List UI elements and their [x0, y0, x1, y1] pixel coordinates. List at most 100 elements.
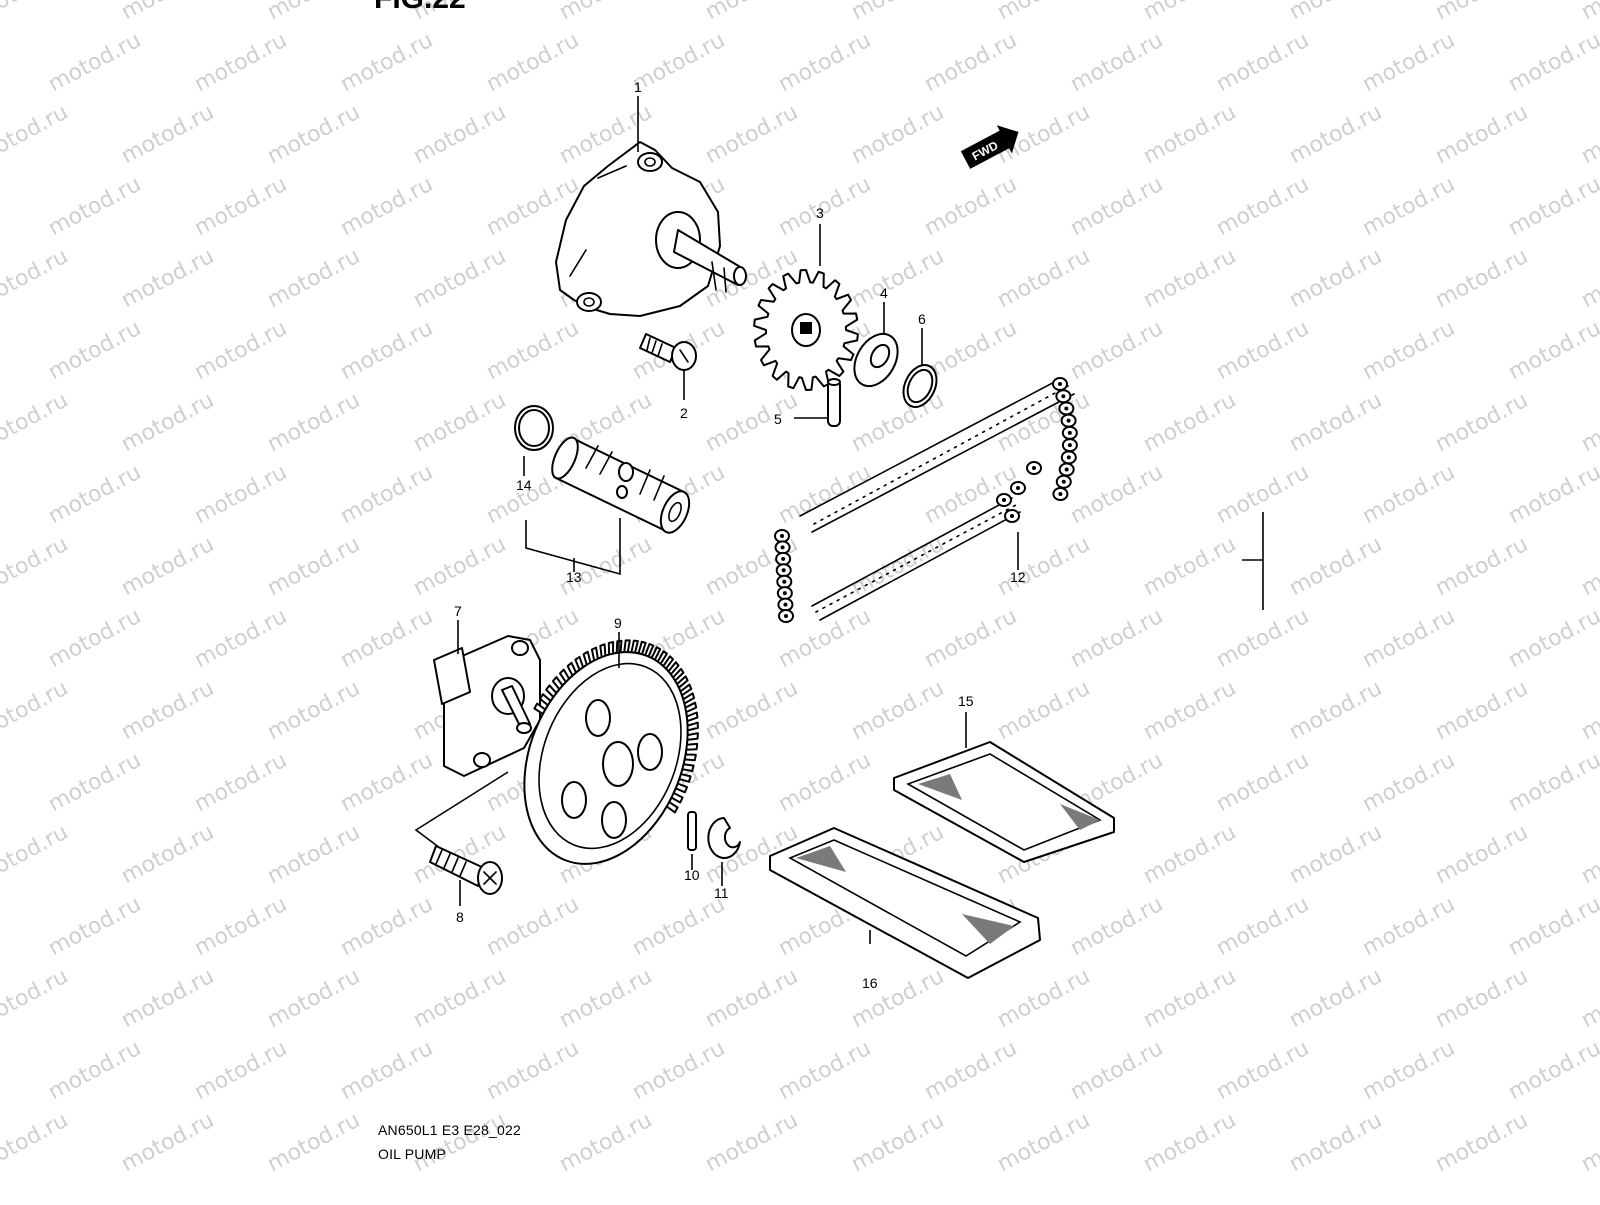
leader-lines [414, 96, 1019, 944]
watermark-text: motod.ru [263, 1108, 364, 1177]
watermark-text: motod.ru [1504, 316, 1600, 385]
watermark-text: motod.ru [1285, 100, 1386, 169]
watermark-text: motod.ru [1504, 748, 1600, 817]
watermark-text: motod.ru [1066, 1036, 1167, 1105]
chain-pin [782, 591, 787, 596]
watermark-text: motod.ru [263, 532, 364, 601]
watermark-text: motod.ru [190, 604, 291, 673]
watermark-text: motod.ru [847, 532, 948, 601]
watermark-text: motod.ru [1358, 604, 1459, 673]
watermark-text: motod.ru [1577, 100, 1600, 169]
watermark-text: motod.ru [190, 316, 291, 385]
part-circlip [902, 364, 938, 408]
watermark-text: motod.ru [1504, 604, 1600, 673]
chain-pin [1010, 514, 1014, 518]
chain-pin [781, 556, 786, 561]
chain-pin [783, 602, 788, 607]
watermark-text: motod.ru [993, 388, 1094, 457]
watermark-text: motod.ru [555, 532, 656, 601]
watermark-text: motod.ru [1431, 820, 1532, 889]
part-chain [774, 377, 1078, 623]
watermark-text: motod.ru [1066, 460, 1167, 529]
watermark-text: motod.ru [1431, 0, 1532, 25]
watermark-text: motod.ru [409, 964, 510, 1033]
watermark-text: motod.ru [1504, 28, 1600, 97]
watermark-text: motod.ru [263, 820, 364, 889]
callout-4: 4 [880, 285, 888, 301]
diagram-caption: OIL PUMP [378, 1146, 446, 1162]
part-screw-8 [429, 845, 503, 895]
watermark-text: motod.ru [1285, 388, 1386, 457]
part-screw-2 [639, 333, 697, 371]
watermark-text: motod.ru [1577, 820, 1600, 889]
watermark-text: motod.ru [190, 1036, 291, 1105]
callout-7: 7 [454, 603, 462, 619]
watermark-text: motod.ru [190, 748, 291, 817]
watermark-text: motod.ru [190, 172, 291, 241]
watermark-text: motod.ru [774, 28, 875, 97]
watermark-text: motod.ru [1139, 100, 1240, 169]
watermark-text: motod.ru [1285, 244, 1386, 313]
watermark-text: motod.ru [1358, 172, 1459, 241]
watermark-text: motod.ru [1212, 892, 1313, 961]
watermark-text: motod.ru [1358, 460, 1459, 529]
callout-3: 3 [816, 205, 824, 221]
chain-pin [780, 534, 784, 538]
chain-pin [1064, 467, 1069, 472]
callout-numbers: 1 2 3 4 5 6 7 8 9 10 11 12 13 14 15 16 [454, 79, 1026, 991]
watermark-text: motod.ru [44, 892, 145, 961]
watermark-text: motod.ru [44, 28, 145, 97]
watermark-text: motod.ru [1504, 172, 1600, 241]
watermark-text: motod.ru [920, 1036, 1021, 1105]
model-code: AN650L1 E3 E28_022 [378, 1122, 521, 1138]
watermark-text: motod.ru [847, 244, 948, 313]
watermark-text: motod.ru [1358, 1036, 1459, 1105]
watermark-text: motod.ru [190, 28, 291, 97]
callout-11: 11 [714, 885, 729, 901]
watermark-text: motod.ru [1431, 100, 1532, 169]
chain-pin [1061, 394, 1066, 399]
watermark-text: motod.ru [1577, 0, 1600, 25]
watermark-text: motod.ru [1358, 28, 1459, 97]
watermark-text: motod.ru [336, 28, 437, 97]
watermark-text: motod.ru [263, 0, 364, 25]
watermark-text: motod.ru [0, 964, 72, 1033]
watermark-text: motod.ru [190, 892, 291, 961]
watermark-text: motod.ru [1066, 172, 1167, 241]
watermark-text: motod.ru [993, 532, 1094, 601]
watermark-text: motod.ru [117, 532, 218, 601]
watermark-text: motod.ru [1285, 964, 1386, 1033]
chain-pin [780, 545, 785, 550]
watermark-text: motod.ru [336, 172, 437, 241]
watermark-text: motod.ru [701, 964, 802, 1033]
watermark-text: motod.ru [44, 172, 145, 241]
watermark-text: motod.ru [628, 28, 729, 97]
watermark-text: motod.ru [117, 388, 218, 457]
watermark-text: motod.ru [44, 460, 145, 529]
watermark-text: motod.ru [1139, 532, 1240, 601]
watermark-text: motod.ru [847, 1108, 948, 1177]
watermark-text: motod.ru [628, 892, 729, 961]
watermark-text: motod.ru [0, 676, 72, 745]
chain-pin [1016, 486, 1020, 490]
watermark-text: motod.ru [0, 1108, 72, 1177]
watermark-text: motod.ru [1577, 532, 1600, 601]
watermark-text: motod.ru [482, 316, 583, 385]
watermark-text: motod.ru [44, 316, 145, 385]
watermark-text: motod.ru [1577, 244, 1600, 313]
chain-pin [1032, 466, 1036, 470]
watermark-text: motod.ru [1577, 964, 1600, 1033]
watermark-text: motod.ru [1431, 676, 1532, 745]
watermark-text: motod.ru [263, 244, 364, 313]
watermark-text: motod.ru [1577, 1108, 1600, 1177]
watermark-text: motod.ru [263, 100, 364, 169]
watermark-text: motod.ru [1212, 316, 1313, 385]
watermark-text: motod.ru [701, 1108, 802, 1177]
watermark-text: motod.ru [1504, 460, 1600, 529]
watermark-text: motod.ru [1212, 1036, 1313, 1105]
chain-pin [1058, 382, 1062, 386]
watermark-text: motod.ru [0, 820, 72, 889]
chain-pin [782, 579, 787, 584]
watermark-text: motod.ru [1431, 244, 1532, 313]
